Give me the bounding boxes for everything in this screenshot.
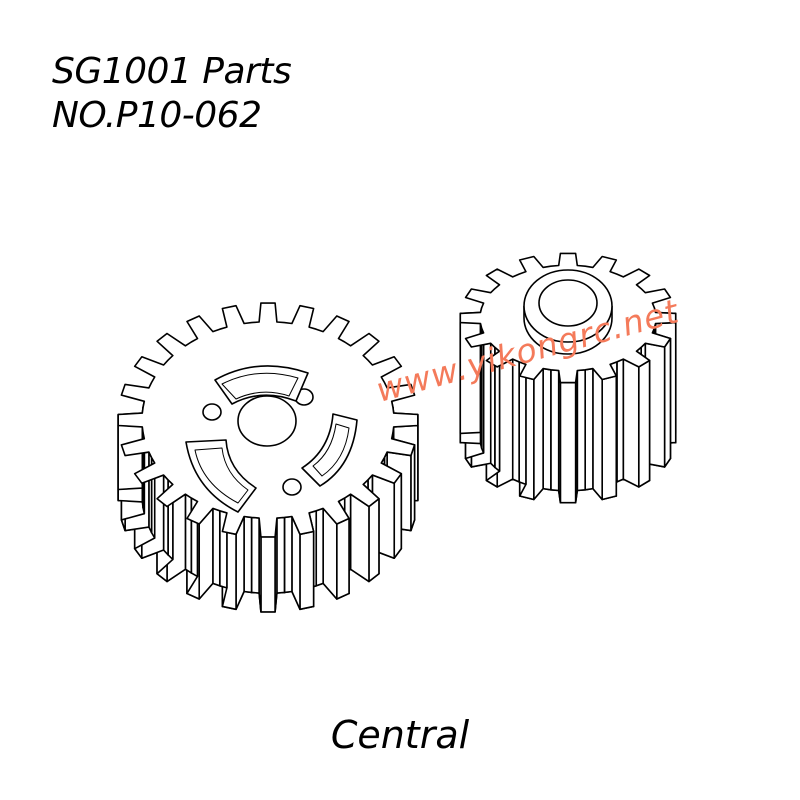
gear-side-face xyxy=(533,367,544,501)
gear-side-face xyxy=(511,358,520,483)
part-number: NO.P10-062 xyxy=(52,95,262,136)
gear-side-face xyxy=(622,358,640,488)
gear-side-face xyxy=(335,517,350,600)
gear-side-face xyxy=(260,536,276,613)
large-spur-gear xyxy=(117,302,419,613)
small-gear-boss xyxy=(523,269,613,355)
gear-side-face xyxy=(250,516,260,594)
small-pinion-gear xyxy=(459,252,677,504)
gear-side-face xyxy=(584,367,594,491)
gear-side-face xyxy=(349,493,370,583)
gear-side-face xyxy=(212,507,221,587)
gear-side-face xyxy=(299,530,315,611)
gear-side-face xyxy=(559,381,577,504)
large-gear-pocket-left xyxy=(185,439,257,513)
large-gear-pocket-right xyxy=(301,413,358,487)
gear-side-face xyxy=(542,367,552,491)
gear-side-face xyxy=(184,493,193,574)
large-gear-pocket-top xyxy=(214,365,309,405)
small-gear-side-teeth xyxy=(459,306,677,504)
gear-side-face xyxy=(368,497,380,583)
gear-side-face xyxy=(550,368,560,492)
assembly-caption: Central xyxy=(330,713,470,757)
gear-side-face xyxy=(393,472,403,560)
large-gear-hub-hole xyxy=(237,395,297,447)
gear-side-face xyxy=(637,359,651,488)
gear-side-face xyxy=(663,337,672,468)
gear-side-face xyxy=(576,368,586,492)
gear-side-face xyxy=(315,507,324,587)
part-series-title: SG1001 Parts xyxy=(52,51,292,92)
gear-side-face xyxy=(616,358,625,483)
gear-side-face xyxy=(592,367,603,501)
gear-side-face xyxy=(518,361,527,486)
gear-side-face xyxy=(243,515,253,594)
gear-side-face xyxy=(601,375,618,501)
gear-side-face xyxy=(283,515,293,594)
gear-side-face xyxy=(276,516,286,594)
